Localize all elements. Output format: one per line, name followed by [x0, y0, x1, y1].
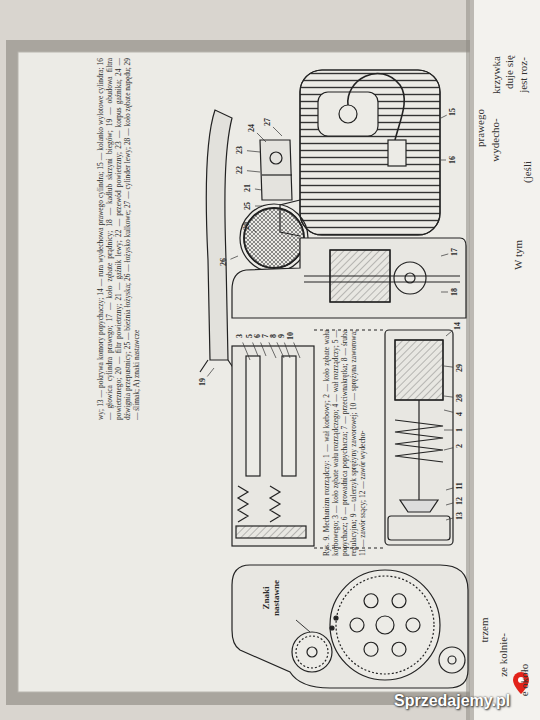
callout-number: 9 [278, 334, 286, 338]
gear-hole [364, 642, 378, 656]
right-page [470, 0, 540, 720]
leader-line [444, 448, 453, 450]
callout-number: 19 [199, 378, 207, 386]
leader-line [257, 133, 266, 142]
gear-hole [350, 618, 364, 632]
callout-number: 27 [264, 118, 272, 126]
callout-number: 2 [456, 444, 464, 448]
leader-line [441, 292, 448, 293]
callout-number: 11 [456, 482, 464, 490]
callout-number: 14 [454, 322, 462, 330]
leader-line [441, 115, 447, 118]
leader-line [273, 127, 282, 136]
leader-line [444, 410, 453, 412]
callout-number: 22 [236, 166, 244, 174]
page-text-fragment: (jeśli [521, 161, 533, 183]
leader-line [243, 342, 250, 360]
callout-number: 25 [244, 202, 252, 210]
leader-line [441, 254, 448, 256]
callout-number: 3 [236, 334, 244, 338]
leader-line [253, 342, 258, 356]
callout-number: 6 [254, 334, 262, 338]
leader-line [207, 368, 214, 376]
leader-line [255, 206, 262, 207]
leader-line [255, 189, 262, 190]
callout-number: 5 [246, 334, 254, 338]
callout-number: 23 [236, 146, 244, 154]
leader-line [444, 430, 453, 431]
callout-number: 18 [451, 288, 459, 296]
callout-number: 16 [449, 156, 457, 164]
callout-number: 10 [287, 332, 295, 340]
callout-number: 28 [456, 394, 464, 402]
callout-number: 20 [243, 222, 251, 230]
callout-number: 12 [456, 497, 464, 505]
leader-line [277, 342, 284, 358]
book-page [18, 52, 470, 692]
page-text-fragment: jest roz- [517, 57, 529, 93]
leader-line [261, 342, 266, 356]
page-text-fragment: trzem [477, 617, 489, 642]
page-text-fragment: prawego [474, 109, 486, 147]
leader-line [230, 256, 238, 259]
callout-number: 4 [456, 412, 464, 416]
callout-number: 21 [244, 184, 252, 192]
callout-number: 24 [248, 124, 256, 132]
callout-number: 17 [451, 248, 459, 256]
leader-line [253, 230, 256, 232]
page-text-fragment: wydecho- [488, 118, 500, 161]
leader-line [284, 343, 290, 358]
figure-caption: Rys. 9. Mechanizm rozrządczy: 1 — wał ko… [322, 330, 378, 556]
leader-line [446, 330, 453, 336]
page-text-fragment: krzywka [490, 56, 502, 94]
page-text-fragment: duje się [503, 55, 515, 89]
gear-hole [364, 594, 378, 608]
leader-line [441, 160, 446, 161]
leader-line [247, 171, 260, 172]
leader-line [444, 366, 453, 367]
setting-marks-label: Znaki nastawne [262, 576, 282, 620]
gear-hole [406, 618, 420, 632]
callout-number: 8 [270, 334, 278, 338]
gear-hole [392, 594, 406, 608]
engine-drawing [200, 70, 468, 688]
legend-text: wy; 13 — pokrywa komory popychaczy; 14 —… [96, 58, 196, 420]
leader-line [446, 503, 453, 505]
leader-line [446, 518, 453, 520]
page-text-fragment: W tym [512, 240, 524, 270]
callout-number: 29 [456, 364, 464, 372]
leader-line [269, 342, 276, 358]
gear-hole [392, 642, 406, 656]
callout-number: 15 [449, 108, 457, 116]
callout-number: 26 [220, 258, 228, 266]
leader-line [446, 488, 453, 490]
callout-number: 13 [456, 512, 464, 520]
page-text-fragment: ze kolnie- [497, 633, 509, 677]
leader-line [247, 151, 260, 152]
page-text-fragment: e około [518, 664, 530, 697]
book-cover [6, 40, 476, 705]
watermark: Sprzedajemy.pl [394, 692, 510, 710]
callout-number: 7 [262, 334, 270, 338]
leader-line [294, 342, 300, 358]
leader-line [444, 396, 453, 397]
callout-number: 1 [456, 428, 464, 432]
